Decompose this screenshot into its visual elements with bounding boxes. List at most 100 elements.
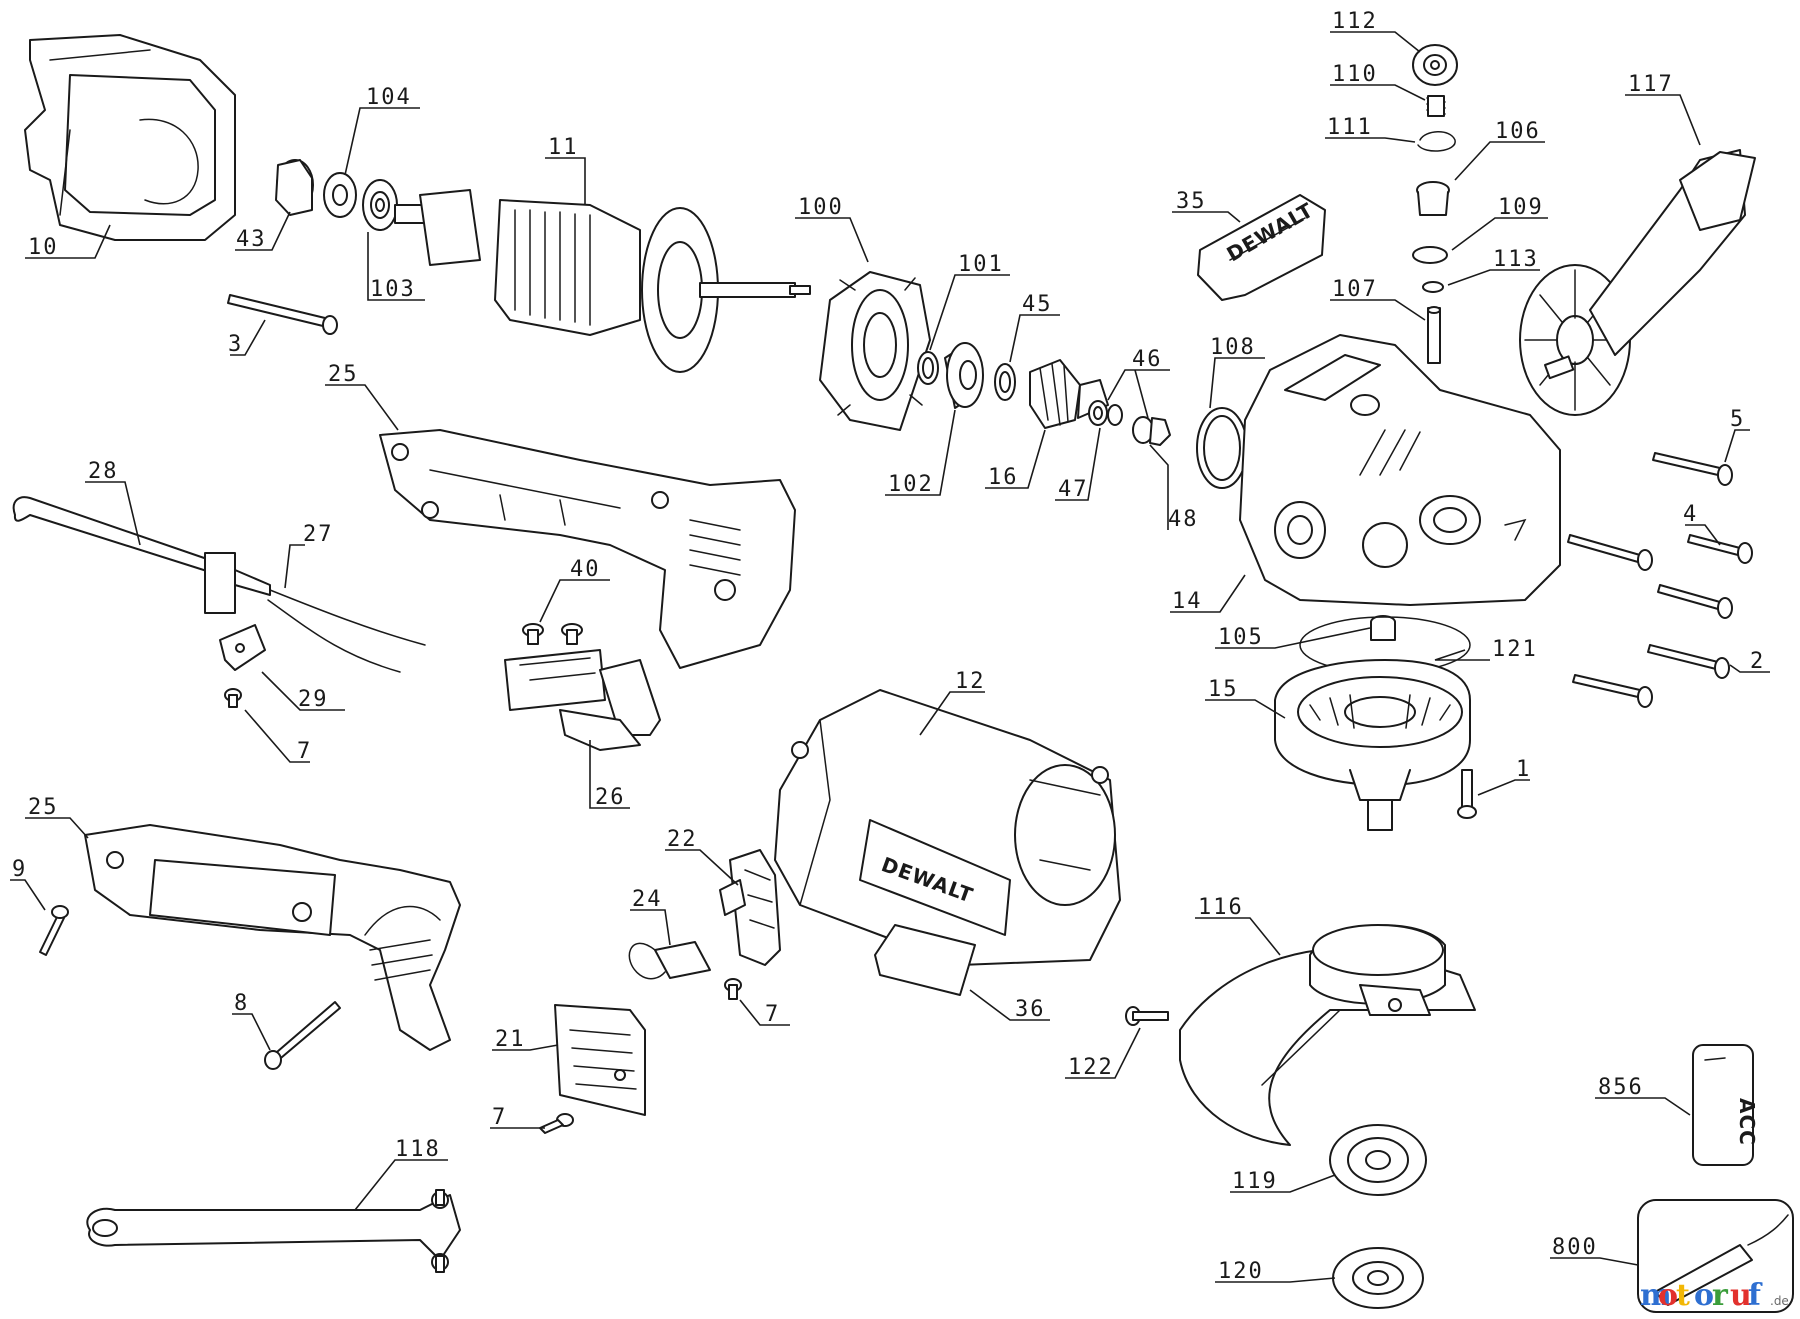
callout-25a: 25 bbox=[328, 362, 359, 387]
callout-104-leader bbox=[344, 107, 420, 176]
callout-106: 106 bbox=[1495, 119, 1541, 144]
callout-25a-leader bbox=[325, 384, 399, 431]
callout-7a: 7 bbox=[297, 739, 312, 764]
callout-35: 35 bbox=[1176, 189, 1207, 214]
callout-116: 116 bbox=[1198, 895, 1244, 920]
callout-112-leader bbox=[1330, 31, 1421, 53]
part-102-bearing bbox=[944, 342, 984, 409]
callout-40: 40 bbox=[570, 557, 601, 582]
part-3-screw bbox=[227, 294, 338, 335]
part-24-carbon-brush bbox=[628, 941, 711, 980]
callout-109: 109 bbox=[1498, 195, 1544, 220]
callout-113-leader bbox=[1447, 269, 1540, 286]
part-110-spring bbox=[1426, 95, 1446, 117]
callout-47: 47 bbox=[1058, 477, 1089, 502]
callout-109-leader bbox=[1451, 217, 1548, 251]
part-16-pinion-gear bbox=[1029, 359, 1109, 429]
part-103-bearing bbox=[362, 179, 398, 231]
part-9-screw bbox=[39, 905, 69, 956]
callout-46-leader-b bbox=[1134, 369, 1149, 419]
callout-7c: 7 bbox=[492, 1105, 507, 1130]
part-14-gear-housing bbox=[1239, 334, 1561, 606]
callout-1: 1 bbox=[1516, 757, 1531, 782]
callout-1-leader bbox=[1477, 779, 1530, 796]
callout-120: 120 bbox=[1218, 1259, 1264, 1284]
callout-46-leader-a bbox=[1107, 369, 1170, 401]
part-29-cord-clamp bbox=[219, 624, 266, 671]
callout-118: 118 bbox=[395, 1137, 441, 1162]
callout-800-leader bbox=[1550, 1257, 1639, 1266]
callout-16: 16 bbox=[988, 465, 1019, 490]
callout-43-leader bbox=[235, 211, 291, 251]
part-120-outer-flange bbox=[1332, 1247, 1424, 1309]
callout-45: 45 bbox=[1022, 292, 1053, 317]
part-117-side-handle bbox=[1519, 149, 1756, 416]
callout-12-leader bbox=[919, 691, 985, 736]
part-48-nut bbox=[1132, 416, 1171, 446]
part-35-brand-plate: DEWALT bbox=[1197, 194, 1326, 301]
part-5-screw bbox=[1652, 452, 1733, 486]
callout-4-leader bbox=[1685, 524, 1721, 546]
part-7c-screw bbox=[539, 1113, 574, 1134]
callout-10: 10 bbox=[28, 235, 59, 260]
callout-27-leader bbox=[284, 544, 305, 589]
callout-102-leader bbox=[885, 409, 956, 496]
part-7b-screw bbox=[724, 978, 742, 1000]
callout-28: 28 bbox=[88, 459, 119, 484]
callout-24-leader bbox=[630, 909, 671, 946]
part-4-screw bbox=[1567, 534, 1753, 571]
callout-22: 22 bbox=[667, 827, 698, 852]
callout-116-leader bbox=[1195, 917, 1281, 956]
part-22-brush-holder bbox=[719, 849, 781, 966]
part-800-accessory bbox=[1637, 1199, 1794, 1313]
callout-5-leader bbox=[1724, 429, 1750, 463]
callout-121-leader bbox=[1434, 649, 1490, 661]
callout-8-leader bbox=[232, 1013, 271, 1051]
callout-111: 111 bbox=[1327, 115, 1373, 140]
part-45-washer bbox=[994, 363, 1016, 401]
callout-113: 113 bbox=[1493, 247, 1539, 272]
watermark-letter: u bbox=[1730, 1278, 1752, 1313]
part-25-handle-half-upper bbox=[379, 429, 796, 669]
callout-36: 36 bbox=[1015, 997, 1046, 1022]
callout-45-leader bbox=[1009, 314, 1060, 363]
callout-856: 856 bbox=[1598, 1075, 1644, 1100]
part-15-bearing-plate-spindle bbox=[1274, 659, 1471, 831]
part-43-bushing bbox=[275, 159, 314, 216]
callout-29: 29 bbox=[298, 687, 329, 712]
acc-label-text: ACC bbox=[1735, 1098, 1759, 1146]
callout-102: 102 bbox=[888, 472, 934, 497]
callout-856-leader bbox=[1595, 1097, 1691, 1116]
part-105-bushing bbox=[1370, 615, 1396, 641]
callout-26-leader bbox=[589, 740, 630, 809]
part-100-fan bbox=[819, 271, 931, 431]
watermark-letter: r bbox=[1712, 1278, 1729, 1313]
part-7a-screw bbox=[224, 688, 242, 708]
callout-28-leader bbox=[85, 481, 141, 546]
callout-11: 11 bbox=[548, 135, 579, 160]
callout-40-leader bbox=[539, 579, 610, 623]
part-25-handle-half-lower bbox=[84, 824, 461, 1051]
callout-7a-leader bbox=[244, 709, 310, 763]
callout-112: 112 bbox=[1332, 9, 1378, 34]
part-2-screws bbox=[1572, 584, 1733, 708]
callout-108-leader bbox=[1209, 357, 1265, 409]
part-106-spindle-lock bbox=[1416, 181, 1450, 216]
callout-3: 3 bbox=[228, 332, 243, 357]
callout-26: 26 bbox=[595, 785, 626, 810]
part-11-armature bbox=[394, 189, 811, 373]
callout-118-leader bbox=[354, 1159, 448, 1211]
part-118-pin-spanner bbox=[86, 1189, 461, 1273]
callout-111-leader bbox=[1325, 137, 1416, 143]
callout-11-leader bbox=[545, 157, 586, 205]
part-36-label bbox=[874, 924, 976, 996]
callout-110: 110 bbox=[1332, 62, 1378, 87]
callout-9-leader bbox=[10, 879, 46, 911]
callout-25b: 25 bbox=[28, 795, 59, 820]
callout-36-leader bbox=[969, 989, 1050, 1021]
callout-22-leader bbox=[665, 849, 739, 886]
callout-47-leader bbox=[1055, 427, 1101, 501]
callout-106-leader bbox=[1454, 141, 1545, 181]
callout-24: 24 bbox=[632, 887, 663, 912]
part-107-lock-pin bbox=[1427, 306, 1441, 364]
